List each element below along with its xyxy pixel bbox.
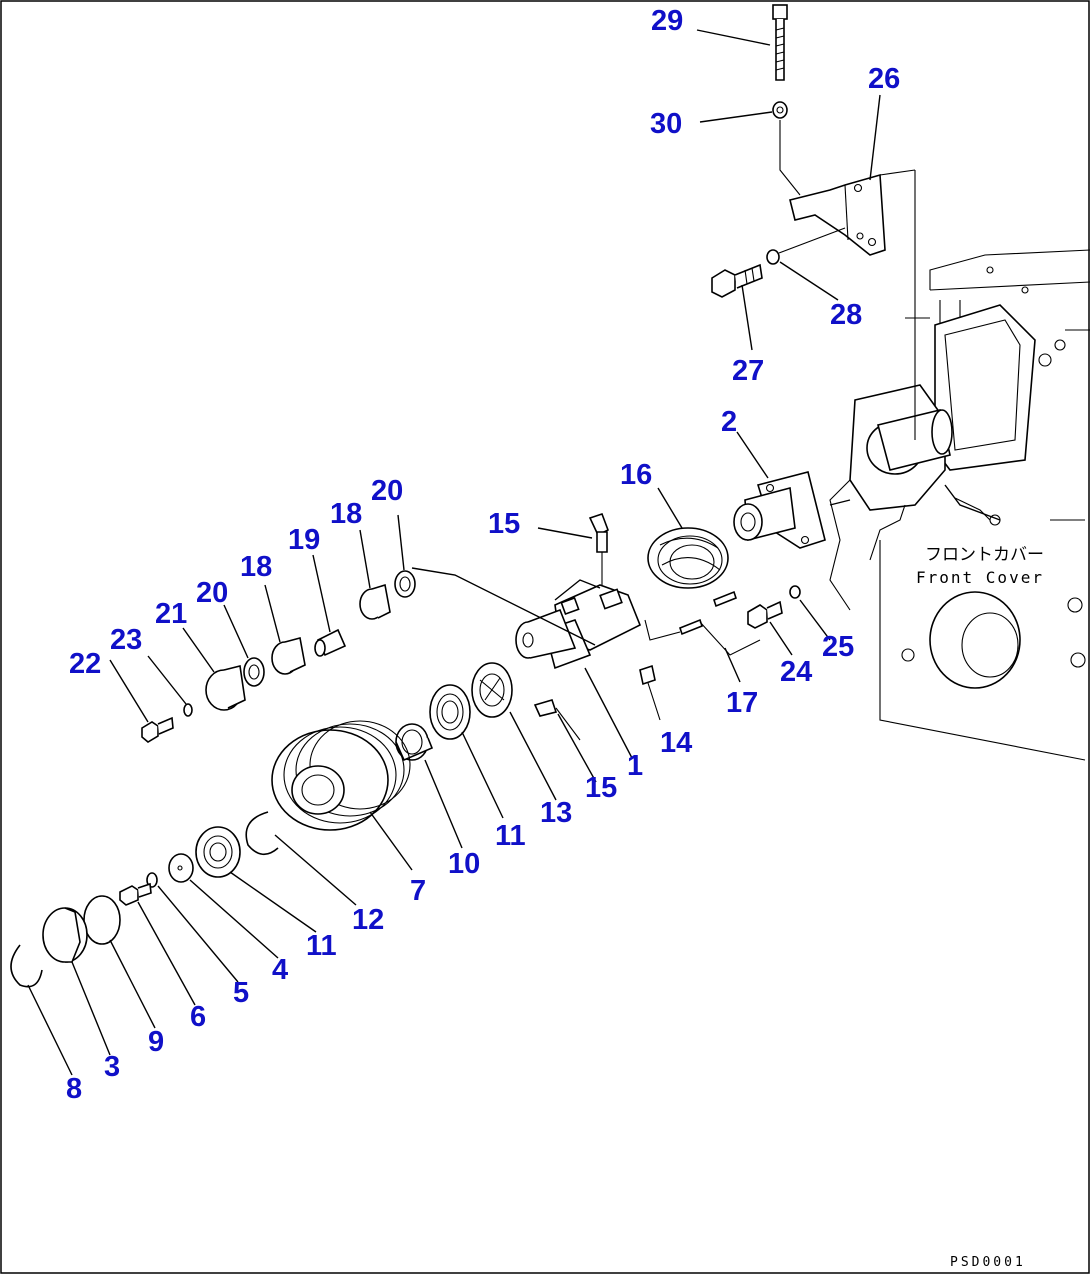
- o-ring-9: [83, 895, 121, 945]
- callout-19: 19: [288, 524, 320, 556]
- spring-16: [647, 527, 729, 589]
- callout-23: 23: [110, 624, 142, 656]
- bolt-27: [711, 263, 763, 298]
- callout-21: 21: [155, 598, 187, 630]
- plate-21: [205, 665, 246, 711]
- snap-ring-8: [10, 944, 43, 988]
- shaft-1: [515, 584, 642, 670]
- pulley-7: [271, 720, 411, 831]
- callout-9: 9: [148, 1026, 164, 1058]
- cap-3: [42, 907, 88, 963]
- callout-3: 3: [104, 1051, 120, 1083]
- front-cover-label-jp: フロントカバー: [925, 545, 1044, 565]
- callout-11-inner: 11: [495, 820, 526, 852]
- callout-7: 7: [410, 875, 426, 907]
- callout-20-top: 20: [371, 475, 403, 507]
- grease-nipple-15-bottom: [533, 699, 581, 741]
- bolt-6: [119, 882, 152, 906]
- callout-5: 5: [233, 977, 249, 1009]
- callout-11-outer: 11: [306, 930, 337, 962]
- callout-22: 22: [69, 648, 101, 680]
- front-cover-housing: [829, 170, 1090, 761]
- plug-14: [639, 664, 661, 721]
- callout-16: 16: [620, 459, 652, 491]
- callout-4: 4: [272, 954, 288, 986]
- spacer-10: [395, 723, 434, 762]
- callout-12: 12: [352, 904, 384, 936]
- washer-23: [183, 703, 193, 717]
- callout-24: 24: [780, 656, 812, 688]
- callout-27: 27: [732, 355, 764, 387]
- callout-15-top: 15: [488, 508, 520, 540]
- seal-13: [471, 662, 513, 718]
- callout-8: 8: [66, 1073, 82, 1105]
- bearing-11-inner: [429, 684, 471, 740]
- callout-10: 10: [448, 848, 480, 880]
- callout-1: 1: [627, 750, 643, 782]
- pin-19: [314, 628, 347, 657]
- drawing-code: PSD0001: [950, 1255, 1026, 1270]
- bolt-24: [747, 600, 783, 629]
- nut-30: [772, 101, 801, 196]
- callout-29: 29: [651, 5, 683, 37]
- callout-20-bottom: 20: [196, 577, 228, 609]
- grease-nipple-15-top: [588, 512, 610, 585]
- callout-26: 26: [868, 63, 900, 95]
- adjust-bolt-29: [772, 4, 788, 81]
- washer-25: [789, 585, 801, 599]
- callout-2: 2: [721, 406, 737, 438]
- callout-18-bottom: 18: [240, 551, 272, 583]
- front-cover-label-en: Front Cover: [916, 568, 1044, 587]
- callout-14: 14: [660, 727, 692, 759]
- bearing-11-outer: [195, 826, 241, 878]
- washer-28: [766, 227, 846, 265]
- callout-25: 25: [822, 631, 854, 663]
- bracket-26: [789, 169, 916, 256]
- seal-20-bottom: [243, 657, 265, 687]
- callout-13: 13: [540, 797, 572, 829]
- bearing-18-top: [359, 583, 391, 620]
- seal-20-top: [394, 570, 416, 598]
- callout-17: 17: [726, 687, 758, 719]
- callout-labels: 29 30 26 28 27 2 16 15 20 18 19 18 20 21…: [66, 5, 900, 1105]
- callout-28: 28: [830, 299, 862, 331]
- housing-2: [733, 471, 826, 549]
- leader-lines: [27, 29, 1001, 1076]
- callout-15-bottom: 15: [585, 772, 617, 804]
- bolt-22: [141, 716, 174, 743]
- callout-30: 30: [650, 108, 682, 140]
- pin-17: [644, 590, 761, 656]
- callout-18-top: 18: [330, 498, 362, 530]
- plate-4: [168, 853, 194, 883]
- snap-ring-12: [245, 811, 279, 856]
- callout-6: 6: [190, 1001, 206, 1033]
- bearing-18-bottom: [271, 637, 306, 675]
